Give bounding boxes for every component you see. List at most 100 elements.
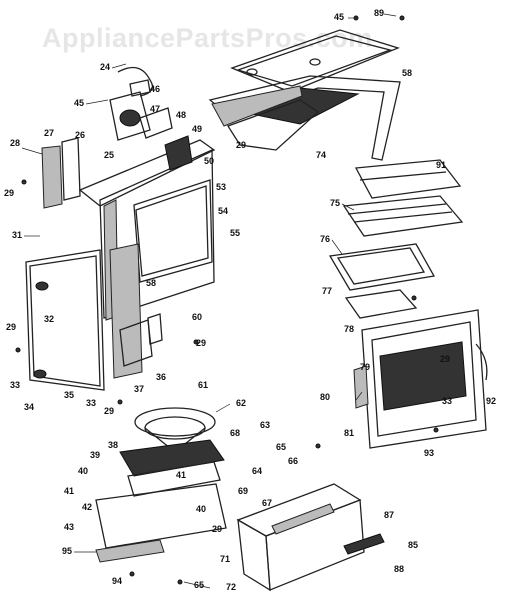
part-labels: 24 45 46 47 48 49 50 27 26 25 28 29 53 5… <box>4 8 496 592</box>
leader-line <box>383 13 397 17</box>
part-label: 89 <box>374 8 384 18</box>
bracket-47-part <box>139 107 173 139</box>
part-label: 95 <box>62 546 72 556</box>
switch-49-part <box>164 135 193 171</box>
part-label: 54 <box>218 206 228 216</box>
part-label: 49 <box>192 124 202 134</box>
part-label: 27 <box>44 128 54 138</box>
burner-assembly <box>95 407 227 563</box>
part-label: 34 <box>24 402 34 412</box>
part-label: 48 <box>176 110 186 120</box>
part-label: 78 <box>344 324 354 334</box>
leader-line <box>183 581 211 589</box>
part-label: 64 <box>252 466 262 476</box>
rack-75-part <box>342 195 464 237</box>
part-label: 46 <box>150 84 160 94</box>
leader-line <box>85 99 109 105</box>
part-label: 65 <box>276 442 286 452</box>
part-label: 91 <box>436 160 446 170</box>
part-label: 29 <box>212 524 222 534</box>
burner-tray-41 <box>127 461 221 497</box>
part-label: 87 <box>384 510 394 520</box>
leader-line <box>355 391 363 401</box>
side-bracket-28-part <box>41 145 63 209</box>
part-label: 74 <box>316 150 326 160</box>
leader-line <box>341 203 355 211</box>
drawer-handle-87 <box>271 503 335 535</box>
top-hole-right <box>309 58 321 66</box>
bracket-36-part <box>147 313 163 345</box>
top-hole-left <box>246 68 258 76</box>
rear-top-strip <box>78 139 216 207</box>
burner-base-38 <box>119 439 225 477</box>
part-label: 60 <box>192 312 202 322</box>
drawer-side-71 <box>237 518 271 592</box>
part-label: 53 <box>216 182 226 192</box>
part-label: 32 <box>44 314 54 324</box>
part-label: 50 <box>204 156 214 166</box>
door-frame-81 <box>361 309 487 449</box>
top-cover-part <box>230 29 400 93</box>
leader-lines <box>21 13 397 589</box>
front-rail-part <box>211 85 303 127</box>
screw-dot-7 <box>315 443 321 449</box>
part-label: 80 <box>320 392 330 402</box>
part-label: 29 <box>4 188 14 198</box>
part-label: 35 <box>64 390 74 400</box>
part-label: 25 <box>104 150 114 160</box>
side-panel-assembly <box>25 243 163 391</box>
rack-91-part <box>354 159 462 199</box>
part-label: 58 <box>402 68 412 78</box>
part-label: 81 <box>344 428 354 438</box>
drawer-assembly <box>236 483 385 592</box>
door-inner-79 <box>371 321 477 437</box>
part-label: 38 <box>108 440 118 450</box>
part-label: 29 <box>440 354 450 364</box>
power-cord-24-part <box>117 66 154 97</box>
part-label: 88 <box>394 564 404 574</box>
screw-dot-4 <box>193 339 199 345</box>
part-label: 24 <box>100 62 110 72</box>
insulation-inner <box>135 185 209 277</box>
part-label: 72 <box>226 582 236 592</box>
part-label: 67 <box>262 498 272 508</box>
oven-door-assembly <box>353 309 488 449</box>
leader-line <box>111 63 127 69</box>
rack-75-bar-1 <box>347 203 447 215</box>
leader-line <box>215 403 231 413</box>
leader-line <box>21 147 43 155</box>
oven-racks <box>328 159 464 319</box>
rack-91-bar <box>359 171 447 181</box>
burner-tray-part <box>227 99 320 151</box>
part-label: 29 <box>196 338 206 348</box>
part-label: 77 <box>322 286 332 296</box>
part-label: 92 <box>486 396 496 406</box>
part-label: 31 <box>12 230 22 240</box>
screw-dot-11 <box>411 295 417 301</box>
part-label: 85 <box>408 540 418 550</box>
part-label: 47 <box>150 104 160 114</box>
broiler-grid-77 <box>344 289 418 319</box>
screw-dot-8 <box>129 571 135 577</box>
part-label: 58 <box>146 278 156 288</box>
rack-75-bar-2 <box>353 211 453 223</box>
part-label: 29 <box>6 322 16 332</box>
drawer-top-67 <box>236 483 362 537</box>
part-label: 43 <box>64 522 74 532</box>
broiler-pan-inner <box>336 247 426 285</box>
side-bracket-27-part <box>61 137 81 201</box>
part-label: 76 <box>320 234 330 244</box>
screw-dot-9 <box>177 579 183 585</box>
door-hinge-80 <box>353 365 369 409</box>
bracket-46-part <box>109 91 151 141</box>
part-label: 45 <box>74 98 84 108</box>
part-label: 55 <box>230 228 240 238</box>
door-window-part <box>379 341 467 411</box>
door-handle-92 <box>475 343 488 381</box>
burner-bowl-rim <box>134 407 216 437</box>
side-panel-part <box>25 249 105 391</box>
side-panel-slot <box>35 281 49 291</box>
part-label: 28 <box>10 138 20 148</box>
